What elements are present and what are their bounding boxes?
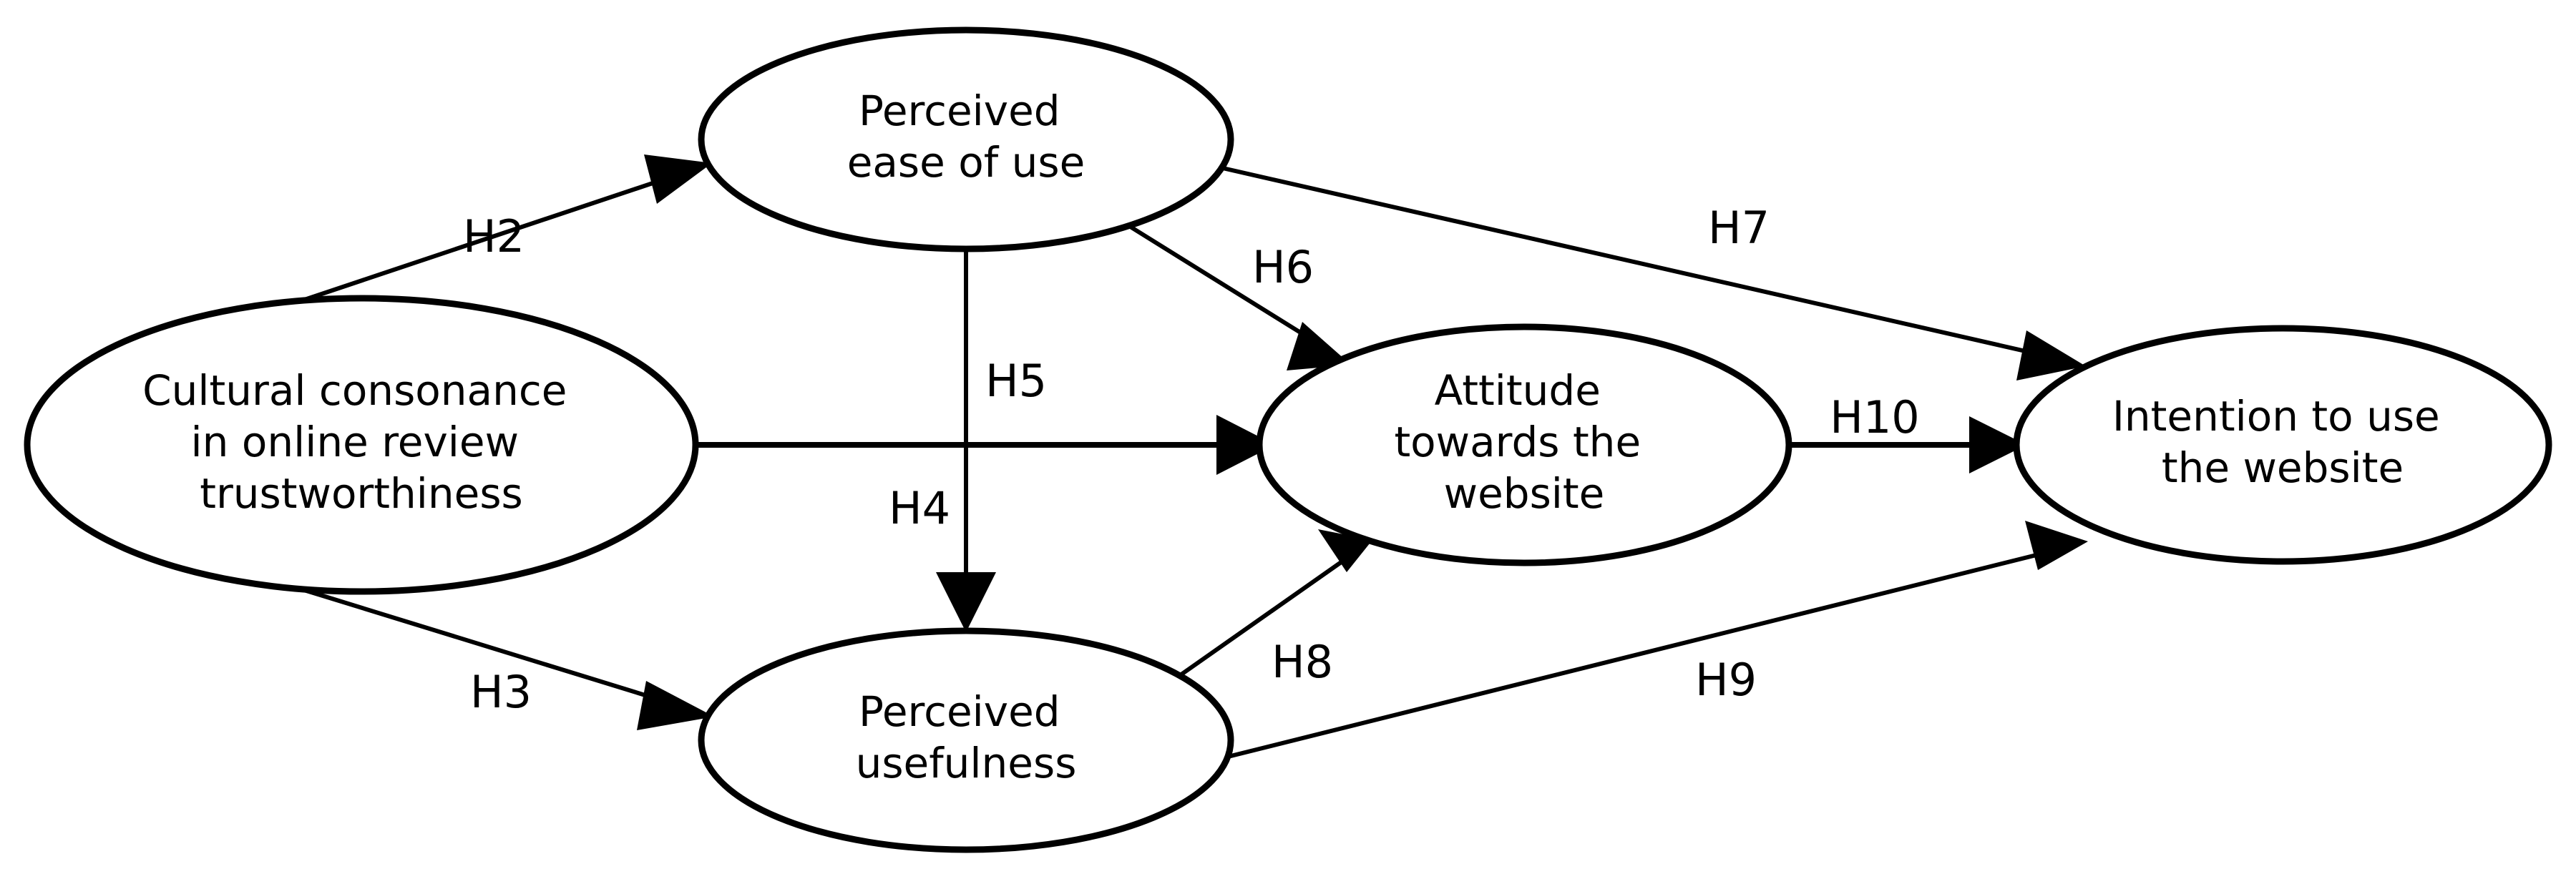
node-label-line: website [1444, 469, 1605, 518]
node-cultural-consonance-shape[interactable] [24, 295, 699, 595]
edge-h10 [1787, 416, 2026, 473]
node-cultural-consonance-label: Cultural consonance in online review tru… [142, 366, 580, 518]
edge-label-h3: H3 [470, 666, 532, 718]
node-attitude-towards-website-label: Attitude towards the website [1394, 366, 1654, 518]
edge-label-h2: H2 [463, 210, 525, 262]
edge-label-h7: H7 [1708, 202, 1770, 254]
edge-h7 [1216, 165, 2086, 380]
edge-h8-line [1171, 557, 1347, 683]
node-label-line: Intention to use [2112, 392, 2440, 441]
node-perceived-ease-of-use-label: Perceived ease of use [847, 87, 1085, 187]
node-attitude-towards-website-shape[interactable] [1256, 323, 1792, 566]
edge-label-h9: H9 [1695, 654, 1757, 706]
edge-h6-arrowhead [1287, 322, 1351, 370]
node-perceived-usefulness-label: Perceived usefulness [856, 687, 1077, 787]
node-intention-to-use-website-shape[interactable] [2013, 325, 2552, 565]
edge-h9-line [1216, 549, 2054, 762]
node-label-line: usefulness [856, 739, 1077, 787]
node-label-line: trustworthiness [200, 469, 523, 518]
edge-h3-arrowhead [637, 681, 714, 730]
node-perceived-usefulness[interactable]: Perceived usefulness [698, 627, 1234, 853]
edge-label-h6: H6 [1252, 241, 1314, 293]
node-perceived-usefulness-shape[interactable] [698, 627, 1234, 853]
edge-h4-arrowhead [936, 572, 996, 632]
node-label-line: Attitude [1435, 366, 1601, 415]
edge-label-h4: H4 [889, 482, 950, 534]
edge-label-h8: H8 [1272, 636, 1333, 688]
node-label-line: Perceived [859, 687, 1060, 736]
node-label-line: ease of use [847, 138, 1085, 187]
edge-h9 [1216, 521, 2088, 762]
node-intention-to-use-website[interactable]: Intention to use the website [2013, 325, 2552, 565]
edge-h6 [1128, 224, 1351, 370]
node-perceived-ease-of-use[interactable]: Perceived ease of use [698, 26, 1234, 252]
edge-h5 [696, 415, 1275, 475]
node-intention-to-use-website-label: Intention to use the website [2112, 392, 2453, 492]
node-perceived-ease-of-use-shape[interactable] [698, 26, 1234, 252]
node-cultural-consonance[interactable]: Cultural consonance in online review tru… [24, 295, 699, 595]
node-attitude-towards-website[interactable]: Attitude towards the website [1256, 323, 1792, 566]
edge-label-h10: H10 [1830, 391, 1920, 443]
edge-h10-arrowhead [1969, 416, 2026, 473]
node-label-line: towards the [1394, 418, 1641, 466]
edge-h9-arrowhead [2025, 521, 2088, 570]
node-label-line: in online review [191, 418, 519, 466]
node-label-line: Perceived [859, 87, 1060, 135]
edge-h2-arrowhead [644, 154, 712, 204]
node-label-line: Cultural consonance [142, 366, 567, 415]
node-label-line: the website [2162, 443, 2404, 492]
edge-h7-line [1216, 165, 2054, 360]
edge-h5-arrowhead [1216, 415, 1275, 475]
edge-label-h5: H5 [985, 355, 1047, 407]
edge-h4 [936, 249, 996, 632]
edge-h7-arrowhead [2016, 330, 2086, 380]
edge-h6-line [1128, 224, 1324, 348]
